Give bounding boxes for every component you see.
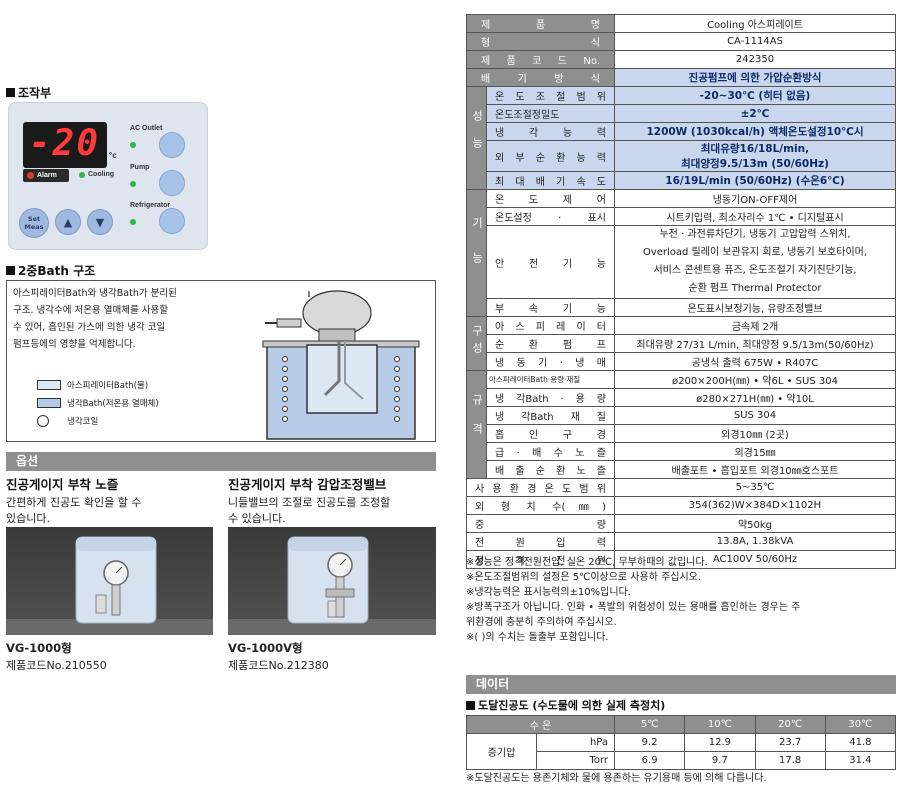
spec-row: 규격 아스피레이터Bath·용량·재질 ø200×200H(㎜) • 약6L •… bbox=[466, 370, 896, 479]
cell-line: 최대유량16/18L/min, bbox=[700, 143, 810, 155]
legend-cooling-bath: 냉각Bath(저온용 열매체) bbox=[37, 397, 159, 409]
bath-section-title: 2중Bath 구조 bbox=[6, 262, 95, 279]
options-header-bar: 옵션 bbox=[6, 452, 436, 471]
cooling-coil-icon bbox=[37, 415, 49, 427]
display-value: -20 bbox=[29, 123, 101, 164]
spec-row: 제 품 명 Cooling 아스피레이트 bbox=[466, 14, 896, 33]
spec-row: 제 품 코 드 No. 242350 bbox=[466, 50, 896, 69]
spec-row: 냉 각Bath 재 질 SUS 304 bbox=[467, 406, 896, 425]
spec-row: 냉 각Bath · 용 량 ø280×271H(㎜) • 약10L bbox=[467, 388, 896, 407]
alarm-indicator: Alarm bbox=[23, 169, 69, 182]
option-item-vg1000: 진공게이지 부착 노즐 간편하게 진공도 확인을 할 수 있습니다. bbox=[6, 474, 221, 527]
control-section-title: 조작부 bbox=[6, 84, 51, 101]
cell-line: 최대양정9.5/13m (50/60Hz) bbox=[681, 158, 829, 170]
spec-row: 배 출 순 환 노 즐 배출포트 • 흡입포트 외경10㎜호스포트 bbox=[467, 460, 896, 479]
spec-row: 냉 각 능 력 1200W (1030kcal/h) 액체온도설정10℃시 bbox=[467, 122, 896, 141]
temperature-display: -20 bbox=[23, 122, 107, 168]
data-row: 증기압 hPa 9.2 12.9 23.7 41.8 bbox=[466, 733, 897, 770]
up-arrow-icon: ▲ bbox=[63, 215, 73, 229]
control-panel: -20 °c Alarm Cooling AC Outlet Pump Refr… bbox=[8, 102, 208, 250]
alarm-led-icon bbox=[27, 172, 34, 179]
legend-cooling-coil: 냉각코일 bbox=[37, 415, 98, 427]
data-row: Torr 6.9 9.7 17.8 31.4 bbox=[467, 751, 897, 770]
ac-outlet-button[interactable] bbox=[159, 132, 185, 158]
option-photo-vg1000v bbox=[228, 527, 436, 635]
set-meas-button[interactable]: Set Meas bbox=[19, 208, 49, 238]
down-arrow-icon: ▼ bbox=[95, 215, 105, 229]
square-bullet-icon bbox=[466, 700, 475, 710]
ac-outlet-led-icon bbox=[130, 142, 136, 148]
spec-row: 순 환 펌 프 최대유량 27/31 L/min, 최대양정 9.5/13m(5… bbox=[467, 334, 896, 353]
spec-row: 정 격 전 원 AC100V 50/60Hz bbox=[466, 550, 896, 569]
option-model: VG-1000V형 bbox=[228, 641, 303, 655]
cell-line: Overload 릴레이 보관유지 회로, 냉동기 보호타이머, bbox=[642, 247, 868, 258]
spec-row: 온도설정 · 표시 시트키입력, 최소자리수 1℃ • 디지털표시 bbox=[467, 207, 896, 226]
ac-outlet-label: AC Outlet bbox=[130, 125, 163, 132]
option-title: 진공게이지 부착 감압조정밸브 bbox=[228, 477, 387, 492]
cooling-indicator: Cooling bbox=[79, 171, 114, 178]
option-description: 간편하게 진공도 확인을 할 수 있습니다. bbox=[6, 496, 142, 525]
spec-row: 성능 온 도 조 절 범 위 -20~30℃ (히터 없음) bbox=[466, 86, 896, 190]
cell-line: 순환 펌프 Thermal Protector bbox=[688, 283, 822, 294]
option-title: 진공게이지 부착 노즐 bbox=[6, 477, 119, 492]
bath-description: 아스피레이터Bath와 냉각Bath가 분리된 구조. 냉각수에 저온용 열매체… bbox=[13, 288, 177, 350]
data-header-row: 수 온 5℃ 10℃ 20℃ 30℃ bbox=[466, 715, 897, 734]
spec-row: 최 대 배 기 속 도 16/19L/min (50/60Hz) (수온6℃) bbox=[467, 171, 896, 190]
spec-row: 전 원 입 력 13.8A, 1.38kVA bbox=[466, 532, 896, 551]
data-section-title: 도달진공도 (수도물에 의한 실제 측정치) bbox=[466, 697, 665, 713]
up-button[interactable]: ▲ bbox=[55, 209, 81, 235]
spec-row: 형 식 CA-1114AS bbox=[466, 32, 896, 51]
bath-diagram bbox=[262, 290, 420, 440]
cell-line: 서비스 콘센트용 퓨즈, 온도조절기 자기진단기능, bbox=[653, 265, 857, 276]
option-photo-vg1000 bbox=[6, 527, 213, 635]
cooling-led-icon bbox=[79, 171, 85, 178]
option-item-vg1000v: 진공게이지 부착 감압조정밸브 니들밸브의 조절로 진공도를 조정할 수 있습니… bbox=[228, 474, 440, 527]
cooling-bath-swatch bbox=[37, 398, 61, 408]
spec-row: 사 용 환 경 온 도 범 위 5~35℃ bbox=[466, 478, 896, 497]
bath-structure-box: 아스피레이터Bath와 냉각Bath가 분리된 구조. 냉각수에 저온용 열매체… bbox=[6, 280, 436, 442]
pump-led-icon bbox=[130, 181, 136, 187]
spec-row: 냉 동 기 · 냉 매 공냉식 출력 675W • R407C bbox=[467, 352, 896, 371]
refrigerator-label: Refrigerator bbox=[130, 202, 171, 209]
cell-line: 누전 · 과전류차단기, 냉동기 고압압력 스위치, bbox=[659, 229, 851, 240]
display-unit: °c bbox=[109, 151, 117, 160]
legend-aspirator-bath: 아스피레이터Bath(물) bbox=[37, 379, 148, 391]
spec-table: 제 품 명 Cooling 아스피레이트 형 식 CA-1114AS 제 품 코… bbox=[466, 14, 896, 569]
option-code: 제품코드No.212380 bbox=[228, 659, 329, 672]
spec-group-performance: 성능 bbox=[466, 86, 487, 190]
down-button[interactable]: ▼ bbox=[87, 209, 113, 235]
data-footnote: ※도달진공도는 용존기체와 물에 용존하는 유기용매 등에 의해 다릅니다. bbox=[466, 773, 767, 784]
spec-row: 부 속 기 능 온도표시보정기능, 유량조정밸브 bbox=[467, 298, 896, 317]
aspirator-bath-swatch bbox=[37, 380, 61, 390]
pump-label: Pump bbox=[130, 164, 150, 171]
square-bullet-icon bbox=[6, 266, 15, 275]
spec-row: 중 량 약50kg bbox=[466, 514, 896, 533]
multi-line-cell: 최대유량16/18L/min, 최대양정9.5/13m (50/60Hz) bbox=[614, 140, 896, 172]
spec-row: 기능 온 도 제 어 냉동기ON-OFF제어 bbox=[466, 189, 896, 317]
refrigerator-led-icon bbox=[130, 219, 136, 225]
pump-button[interactable] bbox=[159, 170, 185, 196]
spec-group-function: 기능 bbox=[466, 189, 487, 317]
spec-row: 흡 인 구 경 외경10㎜ (2곳) bbox=[467, 424, 896, 443]
data-header-bar: 데이터 bbox=[466, 675, 896, 694]
spec-row: 급 · 배 수 노 즐 외경15㎜ bbox=[467, 442, 896, 461]
spec-notes: ※성능은 정격전원전압, 실온 20℃, 무부하때의 값입니다. ※온도조절범위… bbox=[466, 557, 801, 643]
spec-row: 온도조절정밀도 ±2℃ bbox=[467, 104, 896, 123]
spec-row: 배 기 방 식 진공펌프에 의한 가압순환방식 bbox=[466, 68, 896, 87]
vacuum-data-table: 수 온 5℃ 10℃ 20℃ 30℃ 증기압 hPa 9.2 12.9 23.7… bbox=[466, 715, 897, 770]
option-description: 니들밸브의 조절로 진공도를 조정할 수 있습니다. bbox=[228, 496, 391, 525]
refrigerator-button[interactable] bbox=[159, 208, 185, 234]
option-model: VG-1000형 bbox=[6, 641, 72, 655]
spec-row: 외 형 치 수(㎜) 354(362)W×384D×1102H bbox=[466, 496, 896, 515]
multi-line-cell: 누전 · 과전류차단기, 냉동기 고압압력 스위치, Overload 릴레이 보… bbox=[614, 225, 896, 299]
square-bullet-icon bbox=[6, 88, 15, 97]
spec-group-standard: 규격 bbox=[466, 370, 487, 479]
option-code: 제품코드No.210550 bbox=[6, 659, 107, 672]
spec-row: 구성 아 스 피 레 이 터 금속제 2개 bbox=[466, 316, 896, 371]
spec-group-composition: 구성 bbox=[466, 316, 487, 371]
